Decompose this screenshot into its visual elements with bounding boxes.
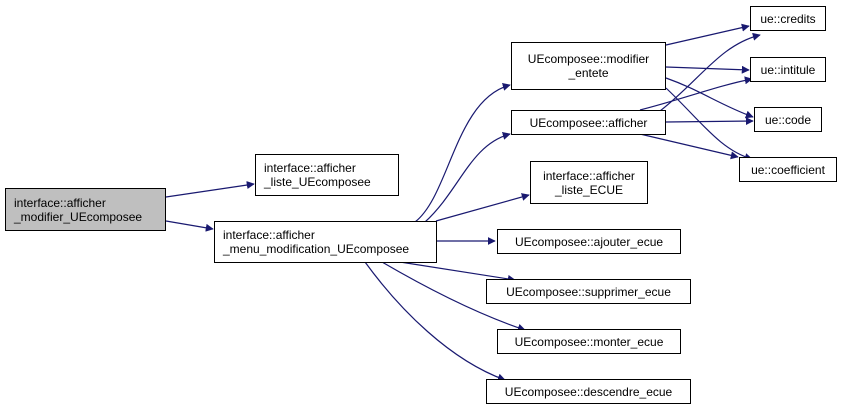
edge-menu-to-descendre-ecue: [364, 261, 506, 382]
node-label: UEcomposee::monter_ecue: [514, 334, 664, 349]
node-label-line1: UEcomposee::modifier: [527, 52, 650, 66]
node-label: ue::code: [764, 112, 812, 127]
node-afficher-menu-modification[interactable]: interface::afficher _menu_modification_U…: [214, 221, 437, 263]
node-label-line1: interface::afficher: [264, 161, 356, 175]
edge-modifier-entete-to-credits: [665, 23, 750, 46]
node-afficher-liste-uecomposee[interactable]: interface::afficher _liste_UEcomposee: [255, 154, 399, 196]
node-label: ue::coefficient: [751, 162, 825, 177]
root-function-node: interface::afficher _modifier_UEcomposee: [5, 188, 166, 231]
edge-root-to-menu-modification: [165, 220, 214, 232]
node-label: ue::intitule: [760, 62, 816, 77]
edge-menu-to-supprimer-ecue: [399, 261, 516, 283]
node-label: UEcomposee::descendre_ecue: [504, 384, 673, 399]
edge-afficher-to-code: [665, 117, 754, 126]
edge-menu-to-afficher: [424, 132, 511, 223]
edge-root-to-liste-uecomposee: [165, 181, 255, 198]
edge-modifier-entete-to-code: [665, 77, 754, 119]
node-label-line1: interface::afficher: [223, 228, 315, 242]
node-ue-credits[interactable]: ue::credits: [750, 6, 826, 31]
node-label-line2: _entete: [568, 66, 609, 80]
node-supprimer-ecue[interactable]: UEcomposee::supprimer_ecue: [486, 279, 691, 304]
edge-menu-to-modifier-entete: [414, 83, 511, 223]
node-label-line2: _menu_modification_UEcomposee: [223, 242, 410, 256]
edge-menu-to-liste-ecue: [435, 193, 530, 222]
node-monter-ecue[interactable]: UEcomposee::monter_ecue: [497, 329, 681, 354]
node-label-line1: interface::afficher: [14, 195, 106, 210]
node-descendre-ecue[interactable]: UEcomposee::descendre_ecue: [486, 379, 691, 404]
node-label: UEcomposee::afficher: [529, 115, 648, 130]
node-ajouter-ecue[interactable]: UEcomposee::ajouter_ecue: [497, 229, 681, 254]
edge-modifier-entete-to-intitule: [665, 65, 750, 74]
edge-afficher-to-credits: [659, 32, 761, 112]
edge-menu-to-monter-ecue: [381, 261, 526, 332]
node-label-line1: interface::afficher: [543, 168, 635, 183]
edge-modifier-entete-to-coefficient: [665, 87, 753, 161]
edge-afficher-to-coefficient: [639, 133, 739, 160]
node-label-line2: _liste_ECUE: [554, 182, 624, 197]
node-ue-coefficient[interactable]: ue::coefficient: [739, 157, 837, 182]
node-ue-intitule[interactable]: ue::intitule: [750, 57, 826, 82]
node-modifier-entete[interactable]: UEcomposee::modifier _entete: [511, 42, 666, 90]
node-label: UEcomposee::supprimer_ecue: [506, 284, 671, 299]
node-label-line2: _liste_UEcomposee: [264, 175, 371, 189]
node-afficher-liste-ecue[interactable]: interface::afficher _liste_ECUE: [530, 161, 648, 204]
node-label-line2: _modifier_UEcomposee: [14, 209, 143, 224]
node-uecomposee-afficher[interactable]: UEcomposee::afficher: [511, 110, 666, 135]
node-label: ue::credits: [760, 11, 816, 26]
node-label: UEcomposee::ajouter_ecue: [514, 234, 664, 249]
edge-afficher-to-intitule: [639, 76, 753, 111]
node-ue-code[interactable]: ue::code: [754, 107, 822, 132]
